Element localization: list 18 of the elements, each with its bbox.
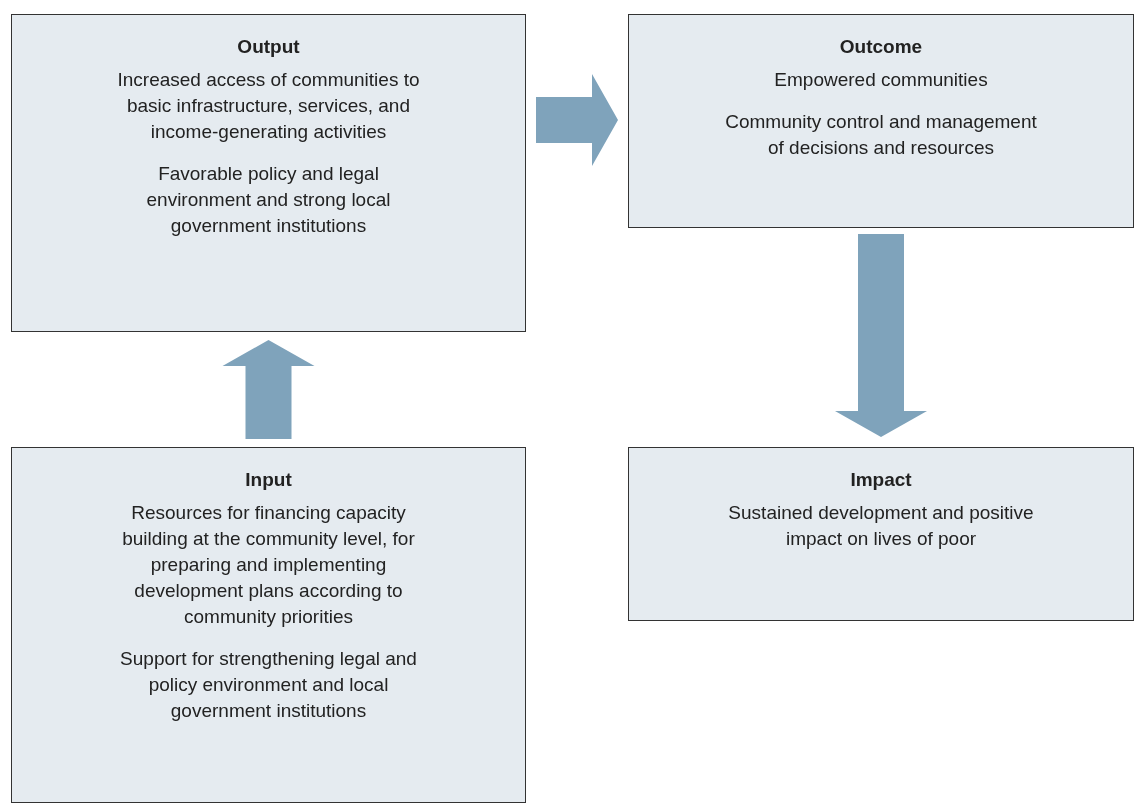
block-arrow <box>222 340 315 439</box>
box-text: Sustained development and positive impact on lives of poor <box>727 501 1035 551</box>
box-heading: Impact <box>850 468 912 492</box>
box-text: Resources for financing capacity building at the community level, for preparing and implementing development plans according to community priorities <box>121 501 416 629</box>
block-arrow <box>835 234 927 437</box>
stage-box <box>628 447 1134 621</box>
box-text: Favorable policy and legal environment and strong local government institutions <box>145 162 392 238</box>
stage-box <box>628 14 1134 228</box>
stage-box <box>11 447 526 803</box>
block-arrow <box>536 74 618 166</box>
box-text: Support for strengthening legal and policy environment and local government institutions <box>119 647 418 723</box>
box-heading: Output <box>237 35 300 59</box>
box-text: Community control and management of decisions and resources <box>724 110 1038 160</box>
stage-box <box>11 14 526 332</box>
box-heading: Outcome <box>839 35 923 59</box>
box-text: Empowered communities <box>773 68 989 92</box>
box-text: Increased access of communities to basic infrastructure, services, and income-generating activities <box>116 68 421 144</box>
box-heading: Input <box>245 468 292 492</box>
